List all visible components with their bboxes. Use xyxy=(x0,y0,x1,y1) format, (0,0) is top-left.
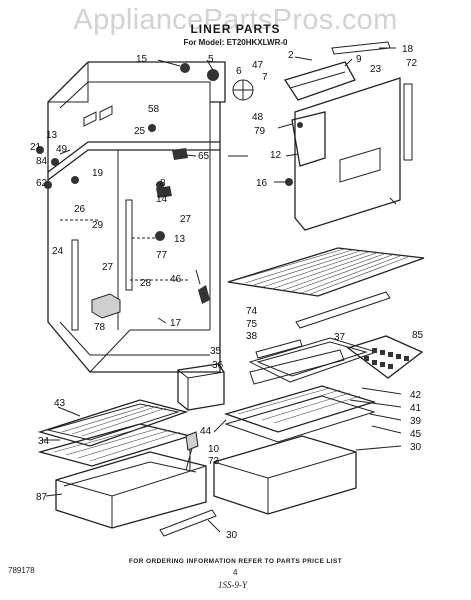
bin-35 xyxy=(177,363,225,411)
document-code: 789178 xyxy=(8,566,35,575)
callout: 38 xyxy=(246,331,258,342)
callout: 41 xyxy=(410,403,422,414)
callout: 29 xyxy=(92,220,104,231)
callout: 12 xyxy=(270,150,282,161)
handwritten-note: 1SS-9-Y xyxy=(218,580,247,590)
cabinet-liner xyxy=(47,61,226,373)
air-duct-assembly xyxy=(283,41,413,231)
callout-labels: 15 5 6 47 7 2 9 18 23 72 58 48 79 12 25 … xyxy=(30,44,424,541)
callout: 27 xyxy=(180,214,192,225)
wire-shelf xyxy=(227,247,425,329)
callout: 6 xyxy=(236,66,242,77)
small-parts xyxy=(36,63,303,319)
callout: 87 xyxy=(36,492,48,503)
callout: 47 xyxy=(252,60,264,71)
callout: 9 xyxy=(356,54,362,65)
callout: 2 xyxy=(288,50,294,61)
callout: 75 xyxy=(246,319,258,330)
callout: 46 xyxy=(170,274,182,285)
callout: 17 xyxy=(170,318,182,329)
callout: 24 xyxy=(52,246,64,257)
callout: 74 xyxy=(246,306,258,317)
callout: 16 xyxy=(256,178,268,189)
crisper-drawers xyxy=(55,435,357,537)
callout: 27 xyxy=(102,262,114,273)
glass-shelf xyxy=(248,337,378,385)
callout: 13 xyxy=(46,130,58,141)
callout: 30 xyxy=(226,530,238,541)
callout: 7 xyxy=(262,72,268,83)
callout: 14 xyxy=(156,194,168,205)
egg-tray xyxy=(346,335,424,379)
callout: 72 xyxy=(406,58,418,69)
callout: 65 xyxy=(198,151,210,162)
leader-lines xyxy=(42,47,402,533)
callout: 84 xyxy=(36,156,48,167)
callout: 5 xyxy=(208,54,214,65)
callout: 49 xyxy=(56,144,68,155)
callout: 58 xyxy=(148,104,160,115)
callout: 62 xyxy=(36,178,48,189)
callout: 25 xyxy=(134,126,146,137)
callout: 39 xyxy=(410,416,422,427)
callout: 28 xyxy=(140,278,152,289)
watermark: AppliancePartsPros.com xyxy=(73,4,398,36)
callout: 21 xyxy=(30,142,42,153)
callout: 26 xyxy=(74,204,86,215)
callout: 35 xyxy=(210,346,222,357)
callout: 19 xyxy=(92,168,104,179)
callout: 23 xyxy=(370,64,382,75)
model-line: For Model: ET20HKXLWR-0 xyxy=(183,38,288,47)
callout: 73 xyxy=(208,456,220,467)
callout: 44 xyxy=(200,426,212,437)
diagram-title: LINER PARTS xyxy=(190,22,281,36)
page-number: 4 xyxy=(233,568,238,577)
callout: 37 xyxy=(334,332,346,343)
callout: 15 xyxy=(136,54,148,65)
callout: 48 xyxy=(252,112,264,123)
clip-10 xyxy=(185,431,199,470)
callout: 30 xyxy=(410,442,422,453)
callout: 42 xyxy=(410,390,422,401)
callout: 8 xyxy=(160,178,166,189)
callout: 10 xyxy=(208,444,220,455)
ordering-note: FOR ORDERING INFORMATION REFER TO PARTS … xyxy=(128,558,343,565)
right-shelf-39 xyxy=(223,385,377,443)
callout: 18 xyxy=(402,44,414,55)
callout: 36 xyxy=(212,360,224,371)
callout: 77 xyxy=(156,250,168,261)
callout: 43 xyxy=(54,398,66,409)
callout: 79 xyxy=(254,126,266,137)
callout: 78 xyxy=(94,322,106,333)
callout: 45 xyxy=(410,429,422,440)
callout: 34 xyxy=(38,436,50,447)
callout: 85 xyxy=(412,330,424,341)
callout: 13 xyxy=(174,234,186,245)
